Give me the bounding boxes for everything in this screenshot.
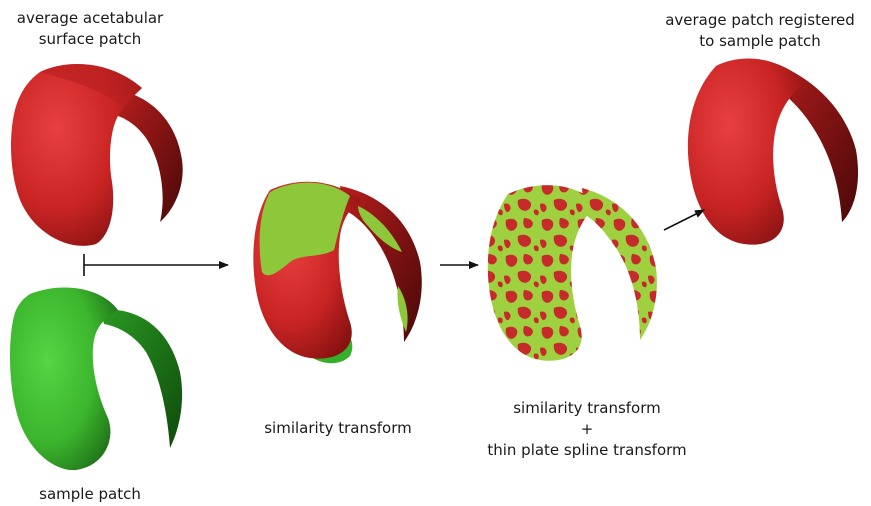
similarity-overlay-shape: [253, 182, 421, 364]
spline-overlay-shape: [488, 185, 657, 361]
arrow-to-registered: [664, 210, 704, 230]
registered-patch-shape: [688, 59, 858, 245]
average-patch-shape: [11, 64, 183, 246]
sample-patch-shape: [10, 287, 182, 470]
